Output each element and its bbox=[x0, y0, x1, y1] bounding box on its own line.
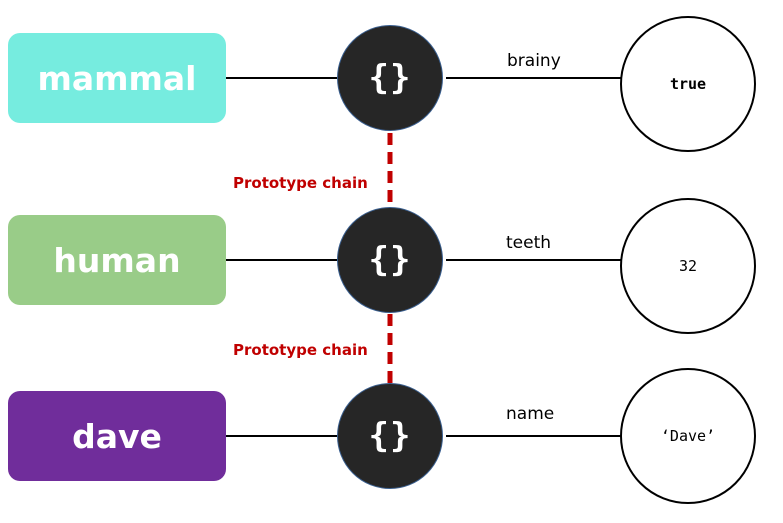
curly-braces-icon: {} bbox=[368, 240, 412, 280]
object-dave: {} bbox=[337, 383, 443, 489]
value-true: true bbox=[620, 16, 756, 152]
prototype-chain-label-upper: Prototype chain bbox=[233, 174, 368, 192]
variable-dave: dave bbox=[8, 391, 226, 481]
property-brainy: brainy bbox=[507, 51, 561, 71]
curly-braces-icon: {} bbox=[368, 416, 412, 456]
property-teeth: teeth bbox=[506, 233, 552, 253]
value-32: 32 bbox=[620, 198, 756, 334]
object-mammal: {} bbox=[337, 25, 443, 131]
object-human: {} bbox=[337, 207, 443, 313]
value-dave-string: ‘Dave’ bbox=[620, 368, 756, 504]
curly-braces-icon: {} bbox=[368, 58, 412, 98]
variable-human: human bbox=[8, 215, 226, 305]
prototype-chain-label-lower: Prototype chain bbox=[233, 341, 368, 359]
variable-mammal: mammal bbox=[8, 33, 226, 123]
property-name: name bbox=[506, 404, 555, 424]
